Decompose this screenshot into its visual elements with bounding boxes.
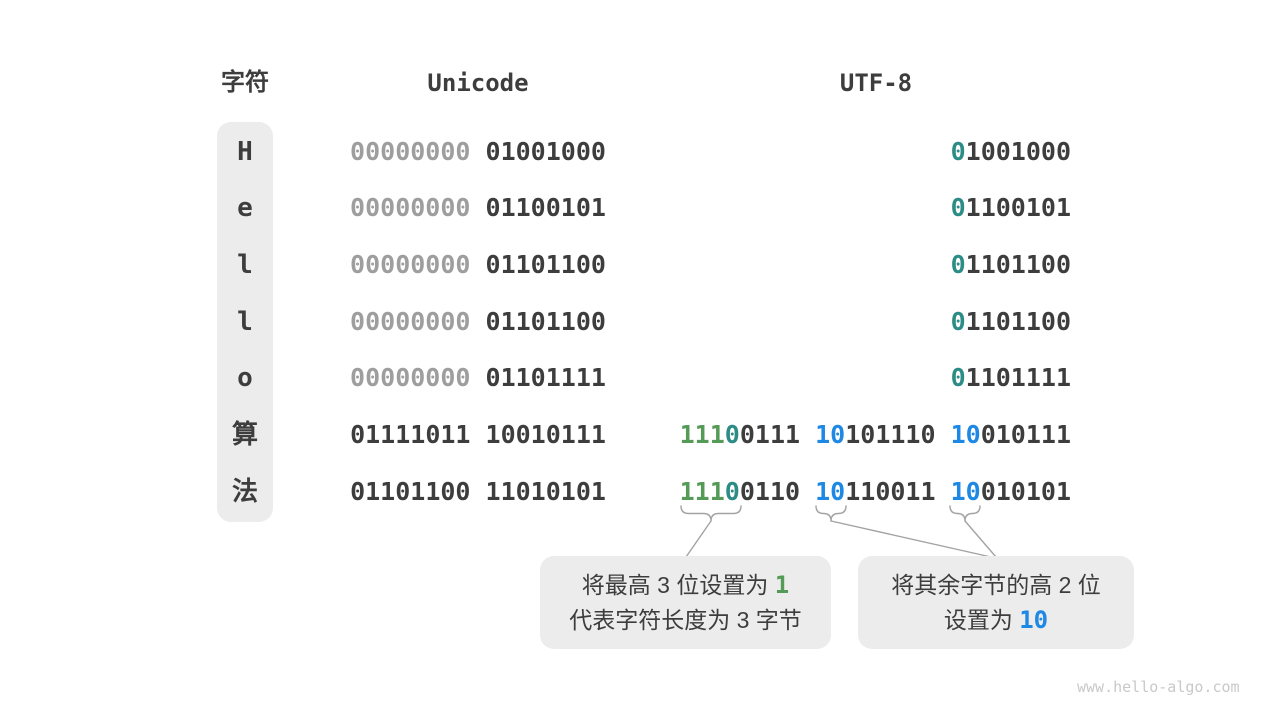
unicode-bits: 01111011 10010111 xyxy=(278,418,678,452)
bit-segment: 1101100 xyxy=(965,306,1071,336)
bit-segment: 00000000 xyxy=(350,249,486,279)
bit-segment: 0 xyxy=(950,136,966,166)
callout-text: 将最高 3 位设置为 xyxy=(581,571,775,598)
bit-segment: 00000000 xyxy=(350,306,486,336)
callout-text: 设置为 xyxy=(943,606,1020,633)
highlight-bits-ten: 10 xyxy=(1019,605,1049,634)
unicode-bits: 00000000 01101100 xyxy=(278,305,678,339)
bit-segment: 01001000 xyxy=(485,136,606,166)
bit-segment: 111 xyxy=(679,476,725,506)
bit-segment: 0 xyxy=(950,249,966,279)
utf8-bits: 01101111 xyxy=(600,361,1071,395)
bit-segment: 0110 xyxy=(739,476,816,506)
bit-segment: 1101100 xyxy=(965,249,1071,279)
unicode-bits: 00000000 01001000 xyxy=(278,135,678,169)
utf8-bits: 11100110 10110011 10010101 xyxy=(600,475,1071,509)
bit-segment: 0 xyxy=(724,420,740,449)
bit-segment: 10 xyxy=(950,476,981,506)
bit-segment: 01101100 xyxy=(485,306,606,336)
bit-segment: 00000000 xyxy=(350,136,486,166)
character-cell: l xyxy=(237,306,253,337)
utf8-bits: 01001000 xyxy=(600,135,1071,169)
bit-segment: 1100101 xyxy=(965,193,1071,223)
unicode-bits: 01101100 11010101 xyxy=(278,475,678,509)
callout-line: 代表字符长度为 3 字节 xyxy=(569,606,802,633)
utf8-bits: 01101100 xyxy=(600,248,1071,282)
callout-line: 设置为 10 xyxy=(944,603,1048,638)
character-cell: 法 xyxy=(231,476,258,507)
bit-segment: 01101111 xyxy=(485,363,606,393)
unicode-bits: 00000000 01101111 xyxy=(278,361,678,395)
bit-segment: 10 xyxy=(815,420,846,449)
bit-segment: 00000000 xyxy=(350,363,486,393)
bit-segment: 0111 xyxy=(739,420,816,449)
watermark: www.hello-algo.com xyxy=(1077,678,1240,696)
character-column-background xyxy=(217,122,273,522)
highlight-bit-one: 1 xyxy=(774,570,790,599)
bit-segment: 01101100 11010101 xyxy=(350,476,606,506)
bit-segment: 0 xyxy=(950,363,966,393)
bit-segment: 10 xyxy=(815,476,846,506)
connector-line-left xyxy=(685,520,712,558)
column-header-character: 字符 xyxy=(221,69,269,96)
character-cell: H xyxy=(237,136,253,167)
callout-line: 将最高 3 位设置为 1 xyxy=(582,568,789,603)
character-cell: o xyxy=(237,363,253,394)
bit-segment: 01100101 xyxy=(485,193,606,223)
utf8-bits: 01100101 xyxy=(600,191,1071,225)
utf8-bits: 11100111 10101110 10010111 xyxy=(600,418,1071,452)
bit-segment: 0 xyxy=(950,193,966,223)
table-row: 法 01101100 11010101 11100110 10110011 10… xyxy=(0,475,1280,509)
character-cell: e xyxy=(237,193,253,224)
character-cell: 算 xyxy=(231,420,258,450)
unicode-bits: 00000000 01101100 xyxy=(278,248,678,282)
bit-segment: 00000000 xyxy=(350,193,486,223)
column-header-unicode: Unicode xyxy=(427,69,529,97)
table-row: l 00000000 01101100 01101100 xyxy=(0,248,1280,282)
bit-segment: 1001000 xyxy=(965,136,1071,166)
unicode-bits: 00000000 01100101 xyxy=(278,191,678,225)
bit-segment: 0 xyxy=(950,306,966,336)
bit-segment: 111 xyxy=(679,420,725,449)
bit-segment: 010111 xyxy=(980,420,1071,449)
connector-line-right-a xyxy=(830,520,992,558)
character-cell: l xyxy=(237,249,253,280)
bit-segment: 10 xyxy=(950,420,981,449)
bit-segment: 01111011 10010111 xyxy=(350,420,606,449)
table-row: e 00000000 01100101 01100101 xyxy=(0,191,1280,225)
bit-segment: 101110 xyxy=(845,420,951,449)
callout-high-bits: 将最高 3 位设置为 1 代表字符长度为 3 字节 xyxy=(540,556,831,649)
column-header-utf8: UTF-8 xyxy=(839,69,913,97)
callout-line: 将其余字节的高 2 位 xyxy=(891,571,1101,598)
connector-line-right-b xyxy=(964,520,997,558)
table-row: l 00000000 01101100 01101100 xyxy=(0,305,1280,339)
bit-segment: 110011 xyxy=(845,476,951,506)
table-row: H 00000000 01001000 01001000 xyxy=(0,135,1280,169)
callout-continuation-bits: 将其余字节的高 2 位 设置为 10 xyxy=(858,556,1134,649)
bit-segment: 1101111 xyxy=(965,363,1071,393)
table-row: 算 01111011 10010111 11100111 10101110 10… xyxy=(0,418,1280,452)
bit-segment: 0 xyxy=(724,476,740,506)
table-row: o 00000000 01101111 01101111 xyxy=(0,361,1280,395)
bit-segment: 010101 xyxy=(980,476,1071,506)
bit-segment: 01101100 xyxy=(485,249,606,279)
utf8-bits: 01101100 xyxy=(600,305,1071,339)
